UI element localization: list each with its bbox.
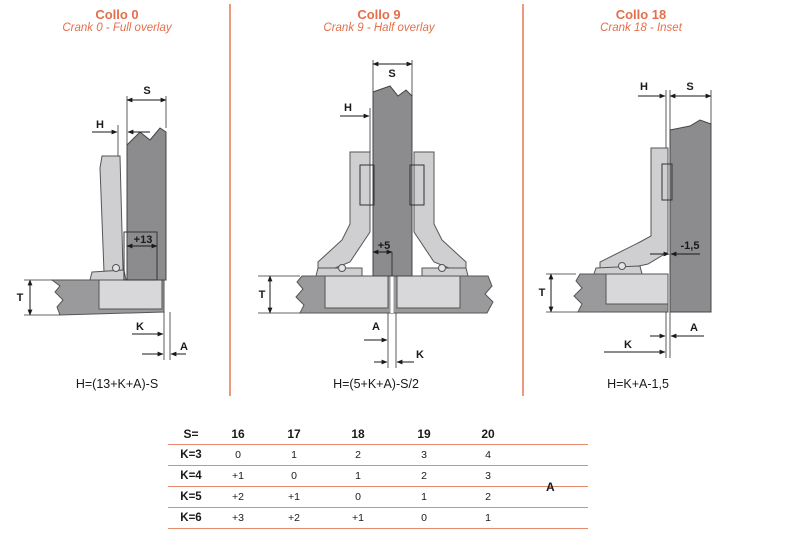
formula-collo-18: H=K+A-1,5 (607, 377, 669, 391)
dim-label-t: T (259, 289, 266, 301)
table-cell: +1 (352, 512, 364, 524)
table-column-header: 16 (231, 427, 245, 441)
diagram-collo-9: S H +5 T A K (258, 60, 494, 368)
hinge-arm (317, 151, 371, 273)
dim-label-s: S (388, 68, 395, 80)
table-cell: 0 (355, 491, 361, 503)
mounting-plate (98, 278, 163, 310)
door (669, 119, 712, 313)
formula-collo-9: H=(5+K+A)-S/2 (333, 377, 419, 391)
table-row: K=5 +2 +1 0 1 2 (168, 487, 588, 508)
table-cell: +1 (232, 470, 244, 482)
mounting-plate (324, 275, 389, 309)
hinge-arm (599, 147, 669, 273)
dim-label-offset: +13 (134, 234, 153, 246)
dim-label-h: H (344, 102, 352, 114)
table-cell: 0 (421, 512, 427, 524)
table-cell: 2 (355, 449, 361, 461)
dim-label-a: A (372, 321, 380, 333)
panel-title-collo-9: Collo 9 (357, 7, 401, 22)
table-cell: 3 (485, 470, 491, 482)
mounting-plate (605, 273, 669, 305)
table-cell: 2 (485, 491, 491, 503)
table-cell: 1 (355, 470, 361, 482)
dim-label-h: H (96, 119, 104, 131)
table-row-label: K=6 (180, 512, 202, 524)
panel-subtitle-crank-18: Crank 18 - Inset (600, 22, 682, 34)
dim-label-t: T (539, 287, 546, 299)
dim-label-s: S (143, 85, 150, 97)
panel-divider (522, 4, 524, 396)
panel-subtitle-crank-0: Crank 0 - Full overlay (62, 22, 172, 34)
dim-label-k: K (136, 321, 144, 333)
table-corner-label: S= (183, 427, 199, 441)
formula-collo-0: H=(13+K+A)-S (75, 377, 159, 391)
hinge-arm (413, 151, 467, 273)
table-row: K=6 +3 +2 +1 0 1 (168, 508, 588, 529)
table-row-label: K=5 (180, 491, 202, 503)
table-cell: 1 (291, 449, 297, 461)
table-cell: 1 (421, 491, 427, 503)
table-header-row: S= 16 17 18 19 20 (168, 424, 588, 445)
panel-title-collo-0: Collo 0 (95, 7, 139, 22)
dim-label-t: T (17, 292, 24, 304)
table-column-header: 20 (481, 427, 495, 441)
table-row: K=4 +1 0 1 2 3 (168, 466, 588, 487)
panel-subtitle-crank-9: Crank 9 - Half overlay (323, 22, 435, 34)
door (372, 85, 413, 277)
table-cell: +2 (232, 491, 244, 503)
table-column-header: 17 (287, 427, 301, 441)
hinge-arm (99, 155, 124, 273)
table-row-label: K=4 (180, 470, 202, 482)
dim-label-a: A (180, 341, 188, 353)
table-cell: +3 (232, 512, 244, 524)
table-row: K=3 0 1 2 3 4 (168, 445, 588, 466)
hinge-cup (123, 231, 158, 281)
mounting-plate (396, 275, 461, 309)
diagram-collo-18: S H -1,5 T A K (539, 81, 712, 358)
table-cell: 1 (485, 512, 491, 524)
table-cell: 3 (421, 449, 427, 461)
door (126, 127, 167, 281)
dim-label-offset: +5 (378, 240, 391, 252)
table-cell: +1 (288, 491, 300, 503)
dim-label-s: S (686, 81, 693, 93)
table-cell: 0 (235, 449, 241, 461)
hinge-cup (409, 164, 425, 206)
table-cell: 2 (421, 470, 427, 482)
hinge-diagrams: S H +13 T K A (17, 60, 712, 368)
dim-label-k: K (416, 349, 424, 361)
table-row-label: K=3 (180, 449, 202, 461)
panel-title-collo-18: Collo 18 (615, 7, 667, 22)
table-cell: 4 (485, 449, 491, 461)
table-side-label: A (546, 480, 555, 494)
dim-label-a: A (690, 322, 698, 334)
dim-label-offset: -1,5 (681, 240, 700, 252)
dim-label-h: H (640, 81, 648, 93)
dim-label-k: K (624, 339, 632, 351)
panel-divider (229, 4, 231, 396)
diagram-collo-0: S H +13 T K A (17, 85, 188, 360)
table-column-header: 19 (417, 427, 431, 441)
table-cell: +2 (288, 512, 300, 524)
table-cell: 0 (291, 470, 297, 482)
table-column-header: 18 (351, 427, 365, 441)
hinge-cup (359, 164, 375, 206)
hinge-cup (661, 163, 673, 201)
